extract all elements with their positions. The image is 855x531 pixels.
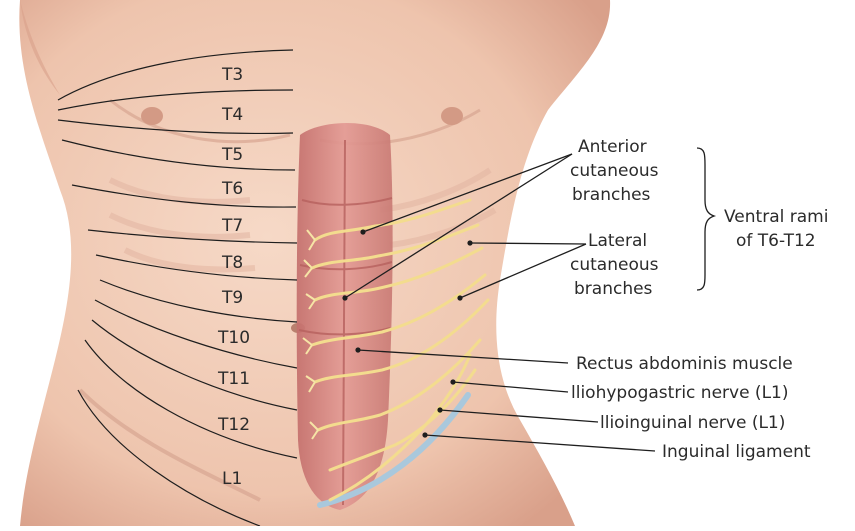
ventral-rami-label-line2: of T6-T12 (736, 231, 816, 251)
anterior-label-line1: Anterior (578, 137, 647, 157)
dermatome-label-t3: T3 (221, 65, 243, 85)
ilioinguinal-label: llioinguinal nerve (L1) (600, 413, 785, 433)
rectus-label: Rectus abdominis muscle (576, 354, 793, 374)
dermatome-label-t10: T10 (217, 328, 250, 348)
annotation-labels: Anterior cutaneous branches Lateral cuta… (570, 137, 828, 462)
dermatome-label-t6: T6 (221, 179, 243, 199)
lateral-label-line2: cutaneous (570, 255, 659, 275)
dermatome-label-t4: T4 (221, 105, 243, 125)
right-nipple (441, 107, 463, 125)
inguinal-ligament-label: Inguinal ligament (662, 442, 811, 462)
anterior-label-line2: cutaneous (570, 161, 659, 181)
lateral-label-line1: Lateral (588, 231, 647, 251)
iliohypogastric-label: lliohypogastric nerve (L1) (571, 383, 789, 403)
lateral-label-line3: branches (574, 279, 653, 299)
ventral-rami-label-line1: Ventral rami (724, 207, 828, 227)
left-nipple (141, 107, 163, 125)
dermatome-label-t5: T5 (221, 145, 243, 165)
ventral-rami-brace (697, 148, 714, 290)
dermatome-label-t11: T11 (217, 369, 250, 389)
dermatome-label-t9: T9 (221, 288, 243, 308)
dermatome-label-t8: T8 (221, 253, 243, 273)
dermatome-label-l1: L1 (222, 469, 242, 489)
anterior-label-line3: branches (572, 185, 651, 205)
dermatome-label-t12: T12 (217, 415, 250, 435)
dermatome-label-t7: T7 (221, 216, 243, 236)
